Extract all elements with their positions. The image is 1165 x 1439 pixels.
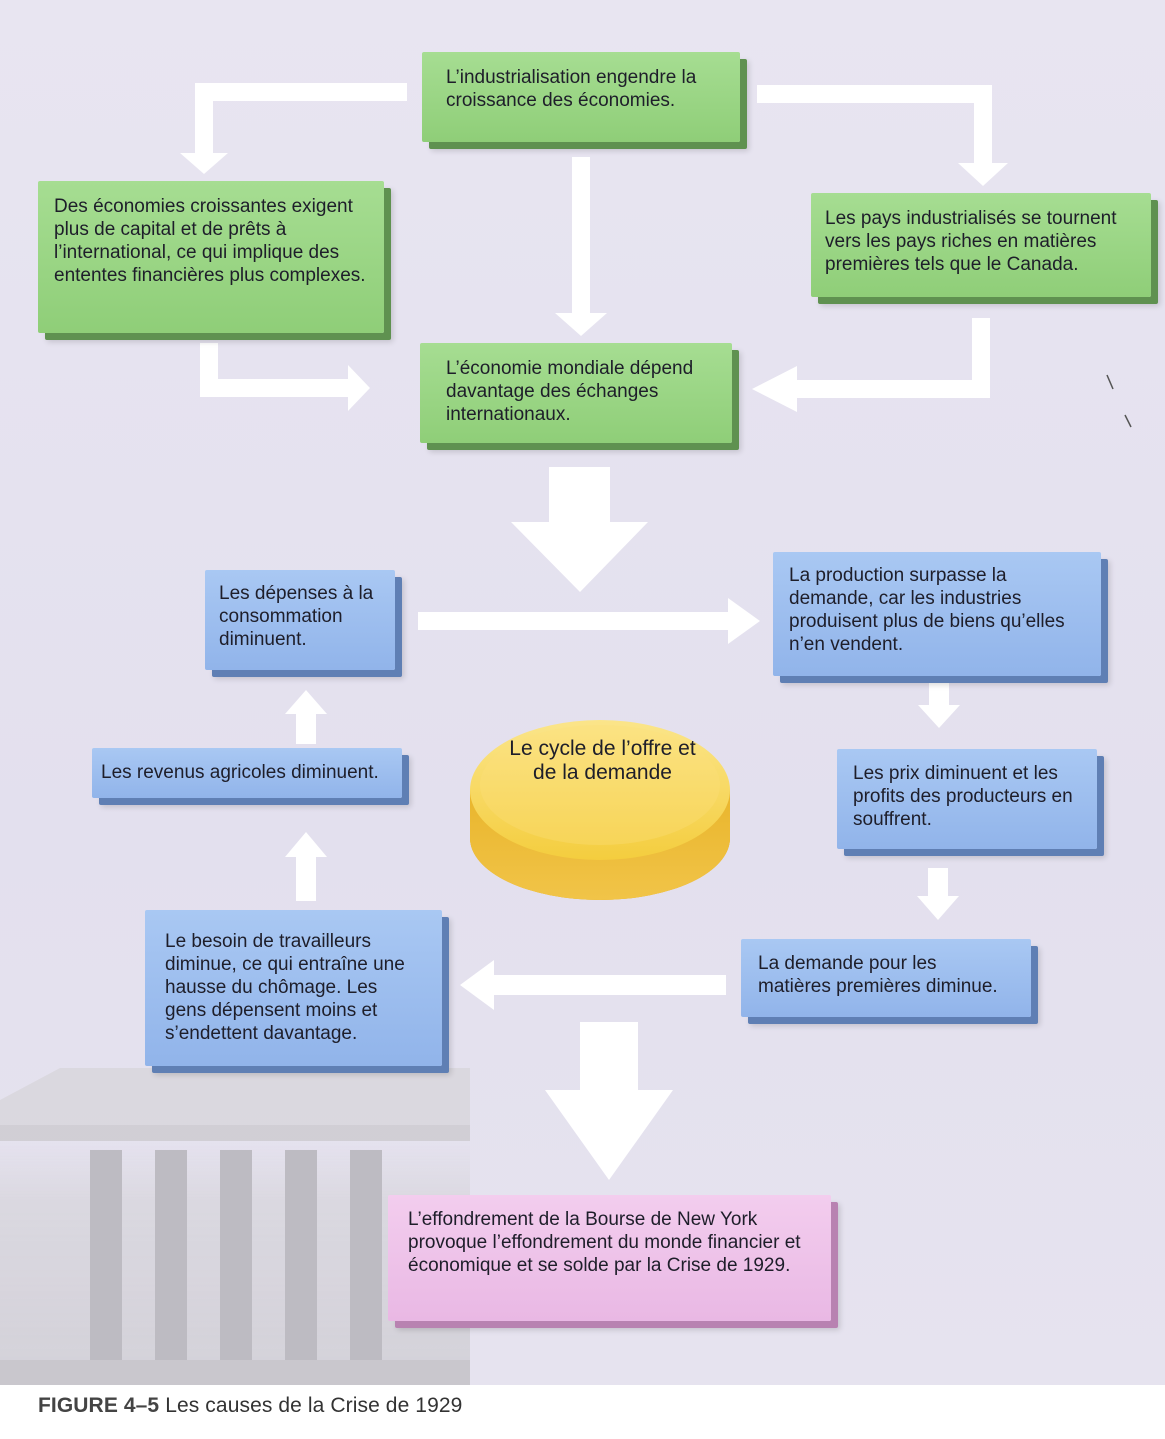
- arrow-demande-to-travailleurs: [490, 975, 726, 995]
- arrow-prix-to-demande: [928, 868, 948, 898]
- box-bourse: L’effondrement de la Bourse de New York …: [388, 1195, 831, 1321]
- flow-arrows: [180, 83, 1008, 1180]
- box-revenus-agricoles: Les revenus agricoles diminuent.: [92, 748, 402, 798]
- arrow-big-down-1: [549, 467, 610, 524]
- box-bourse-text: L’effondrement de la Bourse de New York …: [408, 1209, 801, 1276]
- cycle-label: Le cycle de l’offre et de la demande: [509, 737, 696, 784]
- box-depenses-text: Les dépenses à la consommation diminuent…: [219, 583, 374, 650]
- caption-area: [0, 1385, 1165, 1439]
- box-prix-text: Les prix diminuent et les profits des pr…: [853, 763, 1073, 830]
- box-pays-industrialises: Les pays industrialisés se tournent vers…: [811, 193, 1151, 297]
- arrow-big-down-2: [580, 1022, 638, 1094]
- box-economie-mondiale: L’économie mondiale dépend davantage des…: [420, 343, 732, 443]
- box-demande-matieres: La demande pour les matières premières d…: [741, 939, 1031, 1017]
- box-revenus-agricoles-text: Les revenus agricoles diminuent.: [101, 762, 379, 783]
- box-production-text: La production surpasse la demande, car l…: [789, 565, 1065, 655]
- arrow-top-to-left: [195, 83, 407, 101]
- arrow-depenses-to-production: [418, 612, 730, 630]
- box-depenses: Les dépenses à la consommation diminuent…: [205, 570, 395, 670]
- arrow-travailleurs-to-revenus: [296, 855, 316, 901]
- building-background: [0, 1068, 470, 1385]
- arrow-right-to-middle: [972, 318, 990, 398]
- page-mark: [1106, 374, 1132, 428]
- box-capital-text: Des économies croissantes exigent plus d…: [54, 196, 366, 286]
- box-industrialisation-text: L’industrialisation engendre la croissan…: [446, 67, 697, 111]
- arrow-revenus-to-depenses: [296, 712, 316, 744]
- arrow-top-to-right: [757, 85, 992, 103]
- box-demande-matieres-text: La demande pour les matières premières d…: [758, 953, 998, 997]
- arrow-top-to-middle: [572, 157, 590, 315]
- box-pays-industrialises-text: Les pays industrialisés se tournent vers…: [825, 208, 1117, 275]
- arrow-production-to-prix: [929, 683, 949, 707]
- diagram-graphics: [0, 83, 1008, 1385]
- diagram-canvas: L’industrialisation engendre la croissan…: [0, 0, 1165, 1385]
- figure-number: FIGURE 4–5: [38, 1394, 160, 1417]
- box-capital: Des économies croissantes exigent plus d…: [38, 181, 384, 333]
- box-travailleurs-text: Le besoin de travailleurs diminue, ce qu…: [165, 931, 405, 1044]
- box-prix: Les prix diminuent et les profits des pr…: [837, 749, 1097, 849]
- box-industrialisation: L’industrialisation engendre la croissan…: [422, 52, 740, 142]
- box-production: La production surpasse la demande, car l…: [773, 552, 1101, 676]
- box-travailleurs: Le besoin de travailleurs diminue, ce qu…: [145, 910, 442, 1066]
- figure-title: Les causes de la Crise de 1929: [165, 1394, 463, 1417]
- cycle-disc: [470, 720, 730, 900]
- box-economie-mondiale-text: L’économie mondiale dépend davantage des…: [446, 358, 694, 425]
